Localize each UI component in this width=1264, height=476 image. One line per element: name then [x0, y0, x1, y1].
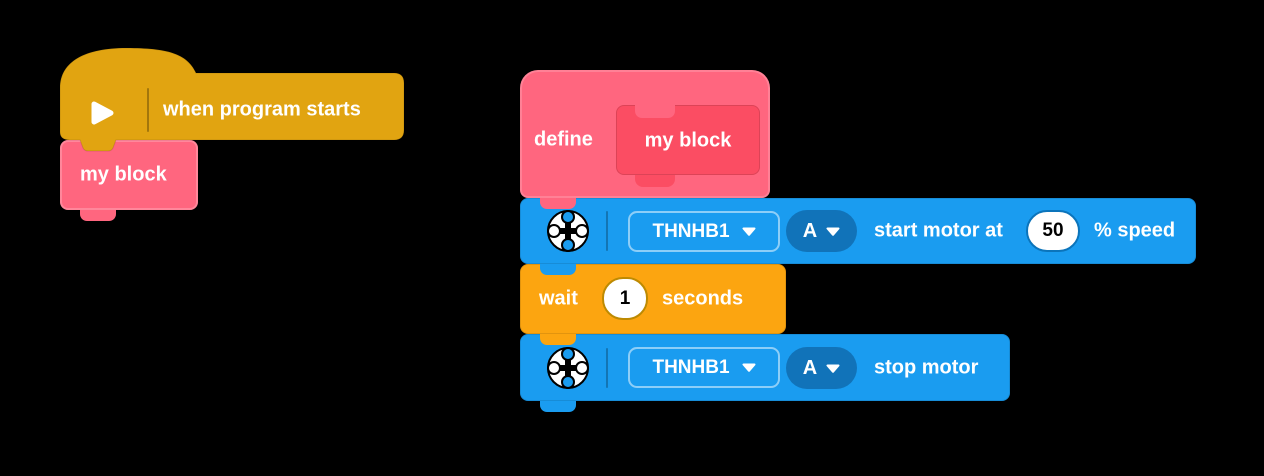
define-my-block-hat[interactable]: define my block — [520, 70, 770, 209]
prototype-top-notch — [635, 105, 675, 118]
block-bottom-bump — [540, 334, 576, 345]
block-bottom-bump — [540, 198, 576, 209]
divider — [606, 348, 608, 388]
chevron-down-icon — [826, 227, 840, 236]
stop-motor-block[interactable]: THNHB1 A stop motor — [520, 334, 1010, 412]
stop-motor-label: stop motor — [874, 356, 979, 379]
my-block-call-block[interactable]: my block — [60, 140, 198, 221]
chevron-down-icon — [826, 364, 840, 373]
wait-block[interactable]: wait 1 seconds — [520, 264, 786, 345]
port-letter-value: A — [802, 219, 818, 242]
port-letter-dropdown[interactable]: A — [786, 210, 857, 252]
wait-label: wait — [539, 287, 578, 310]
block-bottom-bump — [540, 401, 576, 412]
port-letter-value: A — [802, 356, 818, 379]
port-dropdown-value: THNHB1 — [652, 356, 730, 378]
block-bottom-bump — [80, 210, 116, 221]
motor-icon — [546, 346, 590, 395]
chevron-down-icon — [742, 363, 756, 372]
port-dropdown-value: THNHB1 — [652, 220, 730, 242]
wait-duration-input[interactable]: 1 — [602, 277, 648, 320]
port-dropdown[interactable]: THNHB1 — [628, 211, 780, 252]
chevron-down-icon — [742, 227, 756, 236]
wait-duration-value: 1 — [619, 287, 631, 309]
start-motor-block[interactable]: THNHB1 A start motor at 50 % speed — [520, 198, 1196, 275]
speed-value: 50 — [1042, 220, 1064, 241]
define-keyword-label: define — [534, 128, 593, 151]
divider — [606, 211, 608, 251]
speed-input[interactable]: 50 — [1026, 210, 1080, 252]
prototype-bottom-bump — [635, 175, 675, 187]
my-block-prototype[interactable]: my block — [616, 105, 760, 187]
start-motor-at-label: start motor at — [874, 219, 1003, 242]
my-block-call-label: my block — [80, 163, 167, 186]
seconds-label: seconds — [662, 287, 744, 310]
block-bottom-bump — [540, 264, 576, 275]
when-program-starts-label: when program starts — [163, 98, 361, 121]
motor-icon — [546, 209, 590, 258]
port-dropdown[interactable]: THNHB1 — [628, 347, 780, 388]
port-letter-dropdown[interactable]: A — [786, 347, 857, 389]
when-program-starts-block[interactable]: when program starts — [60, 48, 404, 152]
prototype-label: my block — [644, 129, 732, 152]
percent-speed-label: % speed — [1094, 219, 1176, 242]
play-icon — [88, 99, 116, 127]
divider — [147, 88, 149, 132]
hat-block-shape — [60, 48, 404, 152]
